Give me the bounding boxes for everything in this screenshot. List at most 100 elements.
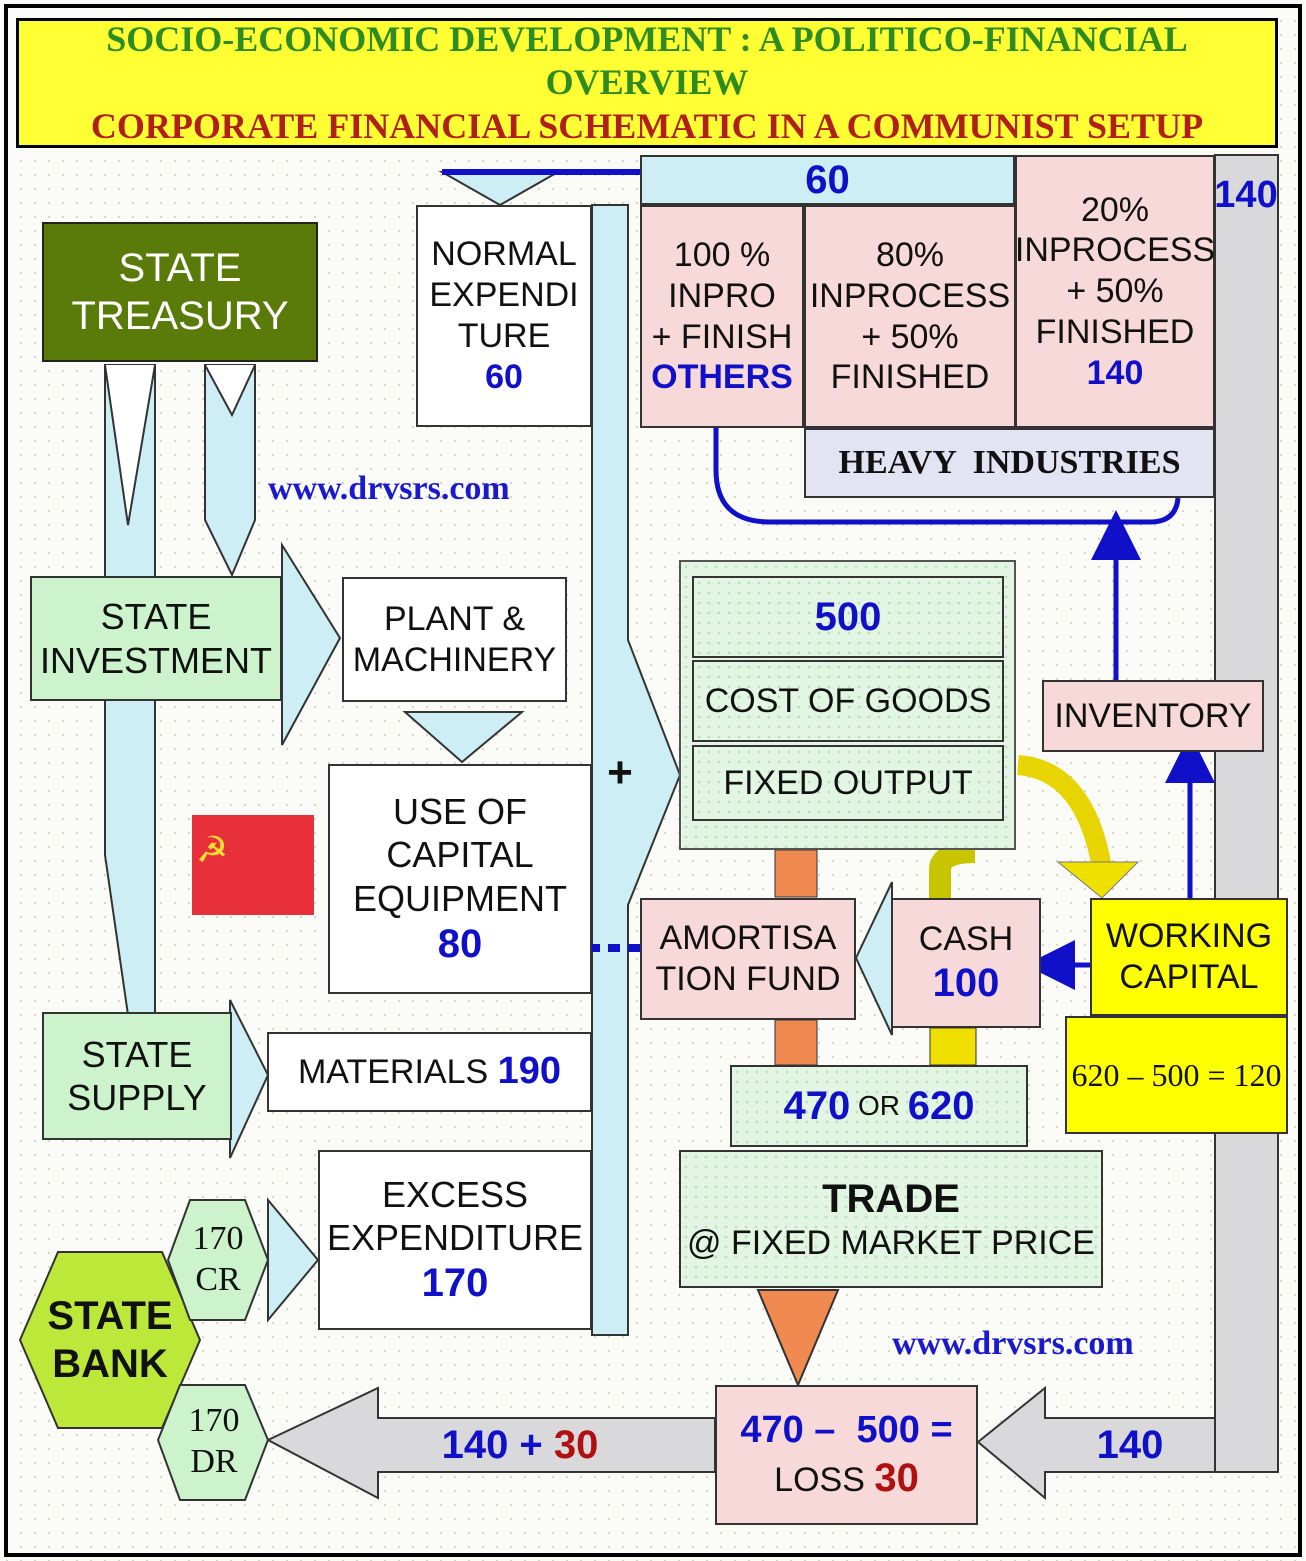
materials: MATERIALS 190	[267, 1032, 592, 1112]
cash-label: CASH	[918, 919, 1014, 958]
trade-subtitle: @ FIXED MARKET PRICE	[687, 1223, 1095, 1262]
working-capital-formula-text: 620 – 500 = 120	[1071, 1056, 1282, 1093]
cash-to-amortisation-arrow	[854, 881, 893, 1036]
treasury-arrow-notch-left	[104, 364, 156, 526]
loss-equation: 470 – 500 =	[740, 1409, 953, 1452]
right-value: 140	[1214, 174, 1278, 217]
inventory: INVENTORY	[1042, 680, 1264, 752]
output-to-working-head	[1056, 861, 1140, 899]
hammer-sickle-icon: ☭	[196, 830, 228, 871]
trade-title: TRADE	[822, 1176, 960, 1221]
bank-credit-arrow	[267, 1197, 320, 1323]
working-capital-line-1: WORKING	[1105, 917, 1273, 956]
fixed-output-box: FIXED OUTPUT	[692, 745, 1004, 821]
bottom-left-value-a: 140 +	[441, 1423, 554, 1467]
normal-expenditure-line-3: TURE	[457, 317, 551, 355]
product-col-1-line-4: OTHERS	[651, 358, 793, 397]
plant-machinery-line-2: MACHINERY	[352, 640, 557, 679]
state-investment: STATE INVESTMENT	[30, 576, 282, 701]
bank-debit-text: DR	[190, 1443, 238, 1480]
amortisation-fund: AMORTISA TION FUND	[640, 898, 856, 1020]
heavy-industries: HEAVY INDUSTRIES	[804, 428, 1215, 498]
plant-machinery-line-1: PLANT &	[383, 599, 526, 638]
cash-value: 100	[932, 961, 1000, 1006]
bottom-right-arrow	[976, 1385, 1216, 1501]
product-col-3-line-4: FINISHED	[1035, 312, 1195, 351]
output-value: 500	[814, 595, 882, 639]
top-value-bar: 60	[640, 155, 1015, 205]
product-col-1-line-2: INPRO	[668, 276, 776, 315]
use-capital-line-3: EQUIPMENT	[352, 877, 567, 919]
plant-machinery: PLANT & MACHINERY	[342, 577, 567, 702]
state-bank-line-1: STATE	[47, 1294, 173, 1338]
sales-value-or: OR	[850, 1090, 908, 1122]
normal-expenditure-value: 60	[485, 357, 523, 396]
sales-value-b: 620	[907, 1084, 975, 1128]
plus-sign: +	[607, 747, 633, 797]
website-label-top: www.drvsrs.com	[268, 470, 510, 507]
bank-credit-label: 170 CR	[172, 1210, 264, 1310]
cost-of-goods-label: COST OF GOODS	[704, 681, 992, 720]
normal-expenditure: NORMAL EXPENDI TURE 60	[416, 205, 592, 427]
cost-of-goods-box: COST OF GOODS	[692, 660, 1004, 742]
excess-expenditure: EXCESS EXPENDITURE 170	[318, 1150, 592, 1330]
product-column-80: 80% INPROCESS + 50% FINISHED	[804, 205, 1016, 428]
product-col-3-line-3: + 50%	[1066, 272, 1164, 311]
bottom-left-value-b: 30	[553, 1423, 599, 1467]
bank-debit-value: 170	[188, 1402, 240, 1440]
excess-expenditure-line-1: EXCESS	[381, 1173, 529, 1215]
excess-expenditure-line-2: EXPENDITURE	[326, 1217, 584, 1258]
fixed-output-label: FIXED OUTPUT	[723, 763, 973, 802]
state-bank-line-2: BANK	[52, 1342, 168, 1386]
product-col-2-line-1: 80%	[875, 235, 945, 274]
right-value-label: 140	[1213, 172, 1279, 220]
state-treasury-line-1: STATE	[118, 246, 242, 290]
product-col-2-line-2: INPROCESS	[809, 276, 1011, 315]
top-value: 60	[805, 158, 850, 202]
product-col-2-line-3: + 50%	[861, 317, 959, 356]
product-col-1-line-1: 100 %	[673, 235, 771, 274]
use-of-capital-equipment: USE OF CAPITAL EQUIPMENT 80	[328, 764, 592, 994]
use-capital-line-2: CAPITAL	[386, 834, 534, 876]
treasury-arrow-notch-right	[204, 364, 256, 418]
olive-connector	[929, 841, 976, 898]
top-to-normal-arrow	[438, 171, 562, 207]
materials-value: 190	[497, 1050, 562, 1093]
product-col-2-line-4: FINISHED	[830, 358, 990, 397]
amortisation-line-1: AMORTISA	[659, 919, 837, 958]
bank-credit-hexagon	[166, 1199, 270, 1321]
investment-arrow-head	[281, 541, 342, 746]
inventory-label: INVENTORY	[1054, 696, 1252, 735]
right-return-bar	[1214, 154, 1279, 1473]
title-line-2: CORPORATE FINANCIAL SCHEMATIC IN A COMMU…	[90, 105, 1204, 146]
use-capital-value: 80	[437, 921, 483, 966]
bank-debit-label: 170 DR	[164, 1392, 264, 1492]
state-treasury-line-2: TREASURY	[71, 294, 289, 338]
title-line-1: SOCIO-ECONOMIC DEVELOPMENT : A POLITICO-…	[106, 19, 1188, 103]
working-capital-line-2: CAPITAL	[1119, 958, 1259, 996]
normal-expenditure-line-1: NORMAL	[431, 235, 577, 274]
product-col-3-line-2: INPROCESS	[1014, 231, 1216, 270]
trade-to-loss-arrow	[756, 1289, 840, 1388]
bottom-right-value: 140	[1096, 1423, 1164, 1467]
loss-value: 30	[874, 1455, 919, 1500]
cost-collection-arrow	[591, 204, 682, 1336]
loss-box: 470 – 500 = LOSS 30	[715, 1385, 978, 1525]
title-banner: SOCIO-ECONOMIC DEVELOPMENT : A POLITICO-…	[16, 18, 1278, 148]
loss-label: LOSS	[774, 1460, 875, 1499]
yellow-connector	[929, 1027, 977, 1066]
product-col-1-line-3: + FINISH	[651, 317, 793, 356]
sales-value: 470 OR 620	[730, 1065, 1028, 1147]
heavy-industries-label: HEAVY INDUSTRIES	[838, 443, 1181, 481]
output-to-working-curve	[1016, 755, 1112, 870]
heavy-industries-loop	[713, 428, 1181, 525]
working-capital-formula: 620 – 500 = 120	[1065, 1016, 1288, 1134]
bank-credit-text: CR	[195, 1261, 241, 1298]
working-capital: WORKING CAPITAL	[1090, 898, 1288, 1016]
product-col-3-line-5: 140	[1086, 353, 1144, 392]
output-value-box: 500	[692, 576, 1004, 658]
trade: TRADE @ FIXED MARKET PRICE	[679, 1150, 1103, 1288]
sales-value-a: 470	[783, 1084, 851, 1128]
